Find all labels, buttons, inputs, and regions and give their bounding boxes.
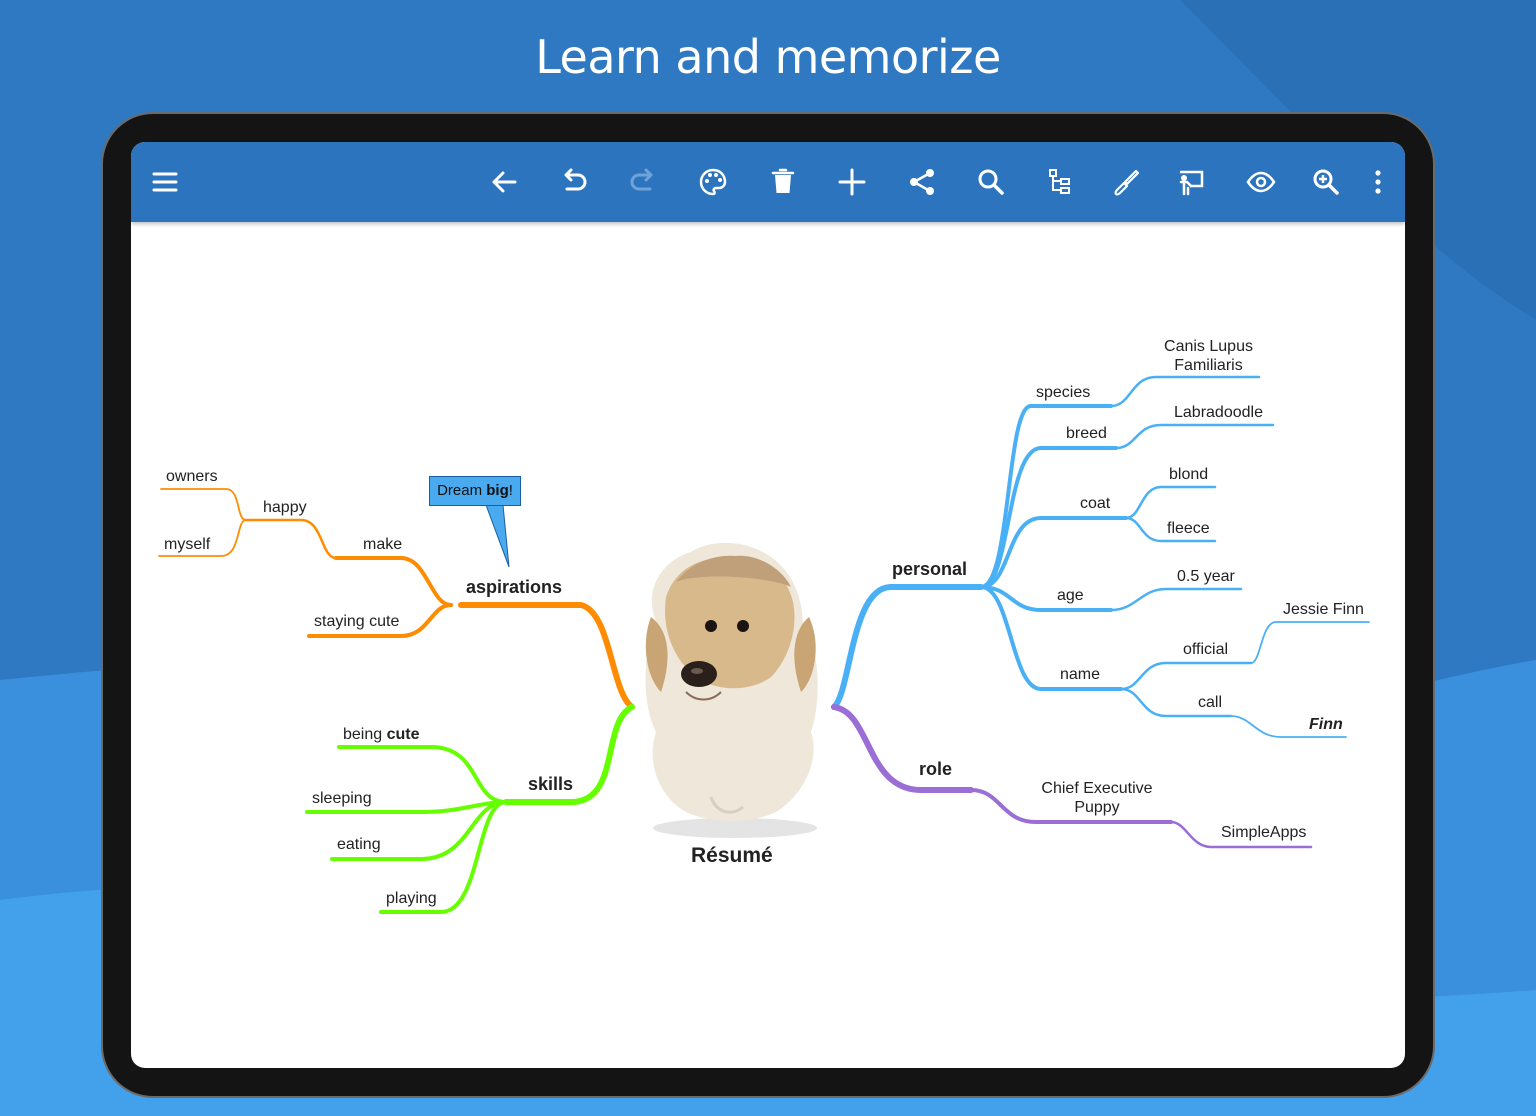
callout-text-bold: big: [486, 482, 509, 499]
branch-breed: [979, 446, 1118, 589]
being-text: being: [343, 726, 387, 743]
branch-call: [1119, 687, 1233, 718]
node-blond[interactable]: blond: [1169, 466, 1209, 483]
role-title-line2: Puppy: [1074, 799, 1120, 816]
node-staying-cute[interactable]: staying cute: [314, 613, 400, 630]
node-fleece[interactable]: fleece: [1167, 520, 1210, 537]
branch-breed-value: [1114, 423, 1275, 450]
cute-text: cute: [386, 726, 420, 743]
node-owners[interactable]: owners: [166, 468, 218, 485]
branch-call-value: [1230, 715, 1347, 738]
app-screen: Dream big! Résumé aspirations make happy…: [131, 142, 1405, 1068]
branch-aspirations: [458, 602, 635, 710]
more-icon[interactable]: [1358, 162, 1398, 202]
outline-icon[interactable]: [1041, 162, 1081, 202]
node-myself[interactable]: myself: [164, 536, 211, 553]
branch-age: [979, 585, 1113, 612]
branch-species-value: [1109, 375, 1261, 408]
branch-owners: [160, 488, 247, 521]
branch-happy: [244, 518, 338, 560]
species-value-line1: Canis Lupus: [1164, 338, 1253, 355]
node-sleeping[interactable]: sleeping: [312, 790, 372, 807]
branch-role-company: [1169, 820, 1313, 849]
branch-age-value: [1109, 587, 1243, 612]
callout-tail: [485, 504, 510, 568]
branch-staying-cute: [307, 603, 453, 638]
node-playing[interactable]: playing: [386, 890, 437, 907]
node-skills[interactable]: skills: [528, 774, 574, 794]
callout-dream-big[interactable]: Dream big!: [429, 476, 521, 506]
branch-coat: [979, 516, 1128, 589]
undo-icon[interactable]: [554, 162, 594, 202]
callout-text-pre: Dream: [437, 482, 487, 499]
branch-being-cute: [337, 745, 508, 804]
branch-blond: [1124, 485, 1217, 520]
mind-map-canvas[interactable]: Dream big! Résumé aspirations make happy…: [131, 222, 1405, 1068]
branch-role: [831, 704, 974, 793]
presentation-icon[interactable]: [1171, 162, 1211, 202]
branch-skills: [503, 704, 635, 805]
callout-text-post: !: [508, 482, 513, 499]
branch-name: [979, 585, 1123, 691]
share-icon[interactable]: [902, 162, 942, 202]
species-value-line2: Familiaris: [1174, 357, 1243, 374]
redo-icon[interactable]: [623, 162, 663, 202]
role-title-line1: Chief Executive: [1041, 780, 1153, 797]
node-breed-value[interactable]: Labradoodle: [1174, 404, 1263, 421]
dog-image: [645, 542, 818, 838]
branch-official: [1119, 661, 1253, 691]
branch-playing: [379, 800, 508, 914]
search-icon[interactable]: [971, 162, 1011, 202]
node-being-cute: being cute: [343, 725, 420, 744]
branch-eating: [330, 800, 508, 861]
headline: Learn and memorize: [535, 30, 1001, 84]
central-topic[interactable]: Résumé: [691, 844, 773, 867]
brush-icon[interactable]: [1106, 162, 1146, 202]
menu-icon[interactable]: [145, 162, 185, 202]
node-aspirations[interactable]: aspirations: [466, 577, 563, 597]
node-breed[interactable]: breed: [1066, 425, 1107, 442]
node-eating[interactable]: eating: [337, 836, 381, 853]
node-official-value[interactable]: Jessie Finn: [1283, 601, 1364, 618]
mind-map-branches: [158, 375, 1370, 914]
node-role[interactable]: role: [919, 759, 953, 779]
branch-myself: [158, 519, 247, 557]
node-call[interactable]: call: [1198, 694, 1223, 711]
branch-role-title: [969, 788, 1173, 824]
add-icon[interactable]: [832, 162, 872, 202]
zoom-icon[interactable]: [1306, 162, 1346, 202]
back-arrow-icon[interactable]: [484, 162, 524, 202]
node-coat[interactable]: coat: [1080, 495, 1111, 512]
node-official[interactable]: official: [1183, 641, 1229, 658]
toolbar: [131, 142, 1405, 222]
branch-official-value: [1250, 621, 1370, 664]
delete-icon[interactable]: [763, 162, 803, 202]
node-age-value[interactable]: 0.5 year: [1177, 568, 1235, 585]
node-species[interactable]: species: [1036, 384, 1091, 401]
node-age[interactable]: age: [1057, 587, 1084, 604]
branch-make: [334, 556, 453, 607]
node-happy[interactable]: happy: [263, 499, 307, 516]
node-make[interactable]: make: [363, 536, 403, 553]
branch-personal: [831, 584, 984, 710]
node-call-value[interactable]: Finn: [1309, 716, 1343, 733]
view-icon[interactable]: [1241, 162, 1281, 202]
palette-icon[interactable]: [693, 162, 733, 202]
node-name[interactable]: name: [1060, 666, 1101, 683]
branch-fleece: [1124, 516, 1217, 543]
node-personal[interactable]: personal: [892, 559, 968, 579]
node-role-company[interactable]: SimpleApps: [1221, 824, 1307, 841]
